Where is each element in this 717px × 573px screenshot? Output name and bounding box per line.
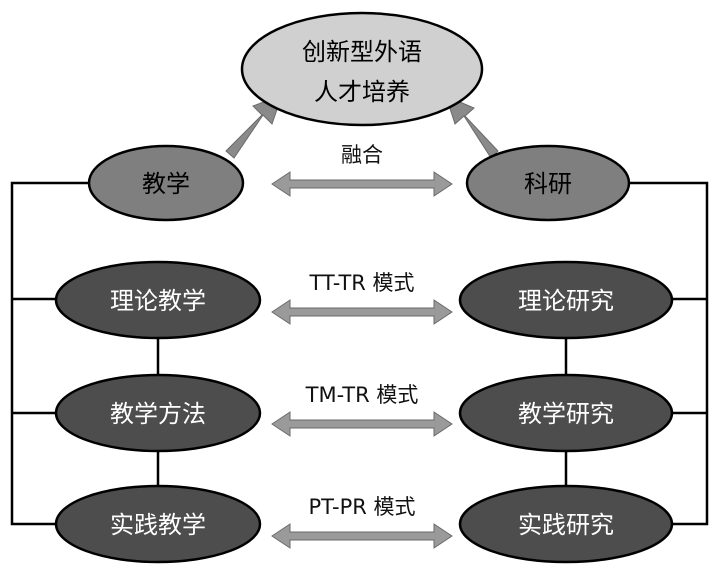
right-teaching-node: 教学研究 [458, 373, 674, 453]
right-teaching-label: 教学研究 [518, 400, 614, 428]
left-method-ellipse [54, 373, 262, 453]
left-practice-ellipse [54, 484, 262, 564]
double-arrows [271, 171, 453, 549]
teaching-ellipse [87, 144, 245, 222]
right-theory-label: 理论研究 [518, 287, 614, 315]
arrow-pt-pr [271, 523, 453, 549]
arrow-tm-tr [271, 411, 453, 437]
arrow-fusion [271, 171, 453, 197]
right-practice-ellipse [458, 484, 674, 564]
right-bracket-line [628, 181, 709, 526]
goal-label-line2: 人才培养 [314, 78, 410, 106]
goal-label-line1: 创新型外语 [302, 38, 422, 66]
teaching-label: 教学 [142, 170, 190, 198]
right-teaching-ellipse [458, 373, 674, 453]
tt-tr-mode-label: TT-TR 模式 [308, 271, 414, 295]
research-node: 科研 [465, 144, 631, 222]
goal-arrows [225, 94, 499, 159]
right-practice-label: 实践研究 [518, 511, 614, 539]
right-theory-node: 理论研究 [458, 260, 674, 340]
teaching-node: 教学 [87, 144, 245, 222]
goal-node: 创新型外语 人才培养 [240, 11, 484, 127]
left-method-node: 教学方法 [54, 373, 262, 453]
connector-lines [10, 181, 709, 526]
left-theory-ellipse [54, 260, 262, 340]
left-bracket-line [10, 181, 95, 526]
arrow-research-to-goal [445, 95, 499, 159]
tm-tr-mode-label: TM-TR 模式 [305, 383, 419, 407]
research-label: 科研 [524, 170, 572, 198]
left-method-label: 教学方法 [110, 400, 206, 428]
left-practice-label: 实践教学 [110, 511, 206, 539]
right-theory-ellipse [458, 260, 674, 340]
arrow-tt-tr [271, 299, 453, 325]
fusion-label: 融合 [341, 143, 383, 167]
left-theory-label: 理论教学 [110, 287, 206, 315]
research-ellipse [465, 144, 631, 222]
right-practice-node: 实践研究 [458, 484, 674, 564]
left-practice-node: 实践教学 [54, 484, 262, 564]
left-theory-node: 理论教学 [54, 260, 262, 340]
pt-pr-mode-label: PT-PR 模式 [308, 495, 415, 519]
goal-ellipse [240, 11, 484, 127]
